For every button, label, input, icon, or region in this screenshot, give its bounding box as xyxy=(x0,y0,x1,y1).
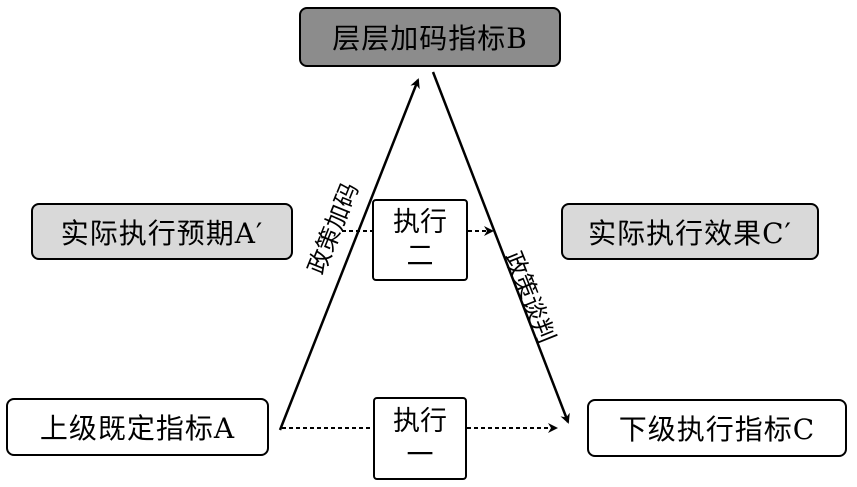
node-expected-execution-label: 实际执行预期A′ xyxy=(60,216,264,250)
node-superior-target-label: 上级既定指标A xyxy=(39,412,236,445)
node-superior-target-a: 上级既定指标A xyxy=(6,398,269,456)
arrow-policy-escalation xyxy=(278,78,420,431)
node-actual-effect-label: 实际执行效果C′ xyxy=(588,216,792,250)
execution-one-line2: 一 xyxy=(406,439,434,471)
node-expected-execution-a-prime: 实际执行预期A′ xyxy=(31,203,293,260)
execution-two-line2: 二 xyxy=(406,241,434,272)
node-actual-effect-c-prime: 实际执行效果C′ xyxy=(561,203,819,260)
node-subordinate-target-label: 下级执行指标C xyxy=(618,413,816,446)
execution-two-box: 执行 二 xyxy=(372,199,468,281)
node-escalated-target-b: 层层加码指标B xyxy=(299,7,561,67)
node-escalated-target-b-label: 层层加码指标B xyxy=(332,22,528,55)
execution-two-line1: 执行 xyxy=(393,207,447,239)
node-subordinate-target-c: 下级执行指标C xyxy=(587,399,847,457)
execution-one-box: 执行 一 xyxy=(373,397,467,480)
execution-one-line1: 执行 xyxy=(393,405,447,437)
arrow-policy-negotiation xyxy=(431,71,570,424)
